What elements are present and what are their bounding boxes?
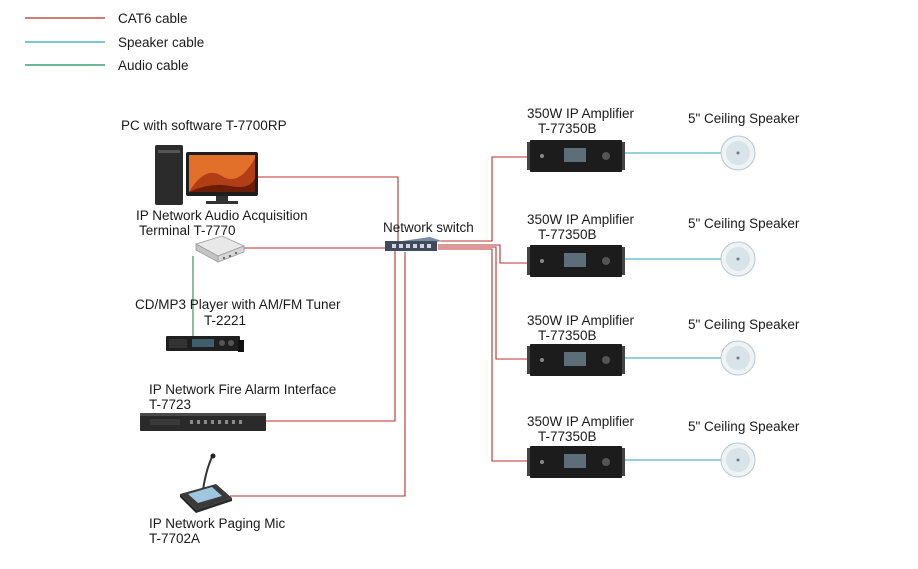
- ceiling-speaker-icon: [720, 241, 756, 277]
- amp1-label-line2: T-77350B: [538, 121, 597, 136]
- mic-label-line1: IP Network Paging Mic: [149, 516, 286, 531]
- speaker2-label: 5" Ceiling Speaker: [688, 216, 800, 231]
- legend-audio-label: Audio cable: [118, 58, 189, 73]
- amp4-label-line2: T-77350B: [538, 429, 597, 444]
- speaker3-label: 5" Ceiling Speaker: [688, 317, 800, 332]
- ceiling-speaker-icon: [720, 340, 756, 376]
- pc-icon: [155, 145, 258, 205]
- amp3-label-line2: T-77350B: [538, 328, 597, 343]
- amp2-label-line1: 350W IP Amplifier: [527, 212, 635, 227]
- fire-label-line2: T-7723: [149, 397, 192, 412]
- amplifier-icon: [527, 344, 625, 376]
- amplifier-icon: [527, 446, 625, 478]
- paging-mic-icon: [180, 453, 232, 513]
- legend-cat6-label: CAT6 cable: [118, 11, 188, 26]
- ceiling-speaker-icon: [720, 135, 756, 171]
- speaker-cables: [622, 152, 722, 461]
- legend-speaker-label: Speaker cable: [118, 35, 205, 50]
- ceiling-speaker-icons: [720, 135, 756, 478]
- network-switch-icon: [385, 237, 442, 251]
- amp1-label-line1: 350W IP Amplifier: [527, 106, 635, 121]
- mic-label-line2: T-7702A: [149, 531, 201, 546]
- amplifier-icon: [527, 245, 625, 277]
- cd-label-line2: T-2221: [204, 313, 247, 328]
- amplifier-icons: [527, 140, 625, 478]
- amp3-label-line1: 350W IP Amplifier: [527, 313, 635, 328]
- acq-label-line1: IP Network Audio Acquisition: [136, 208, 308, 223]
- audio-acquisition-terminal-icon: [194, 235, 246, 263]
- switch-label: Network switch: [383, 220, 474, 235]
- speaker4-label: 5" Ceiling Speaker: [688, 419, 800, 434]
- amp2-label-line2: T-77350B: [538, 227, 597, 242]
- fire-label-line1: IP Network Fire Alarm Interface: [149, 382, 337, 397]
- amplifier-icon: [527, 140, 625, 172]
- amp4-label-line1: 350W IP Amplifier: [527, 414, 635, 429]
- ceiling-speaker-icon: [720, 442, 756, 478]
- speaker1-label: 5" Ceiling Speaker: [688, 111, 800, 126]
- cd-player-icon: [166, 336, 244, 352]
- pc-label: PC with software T-7700RP: [121, 118, 287, 133]
- cat6-cables: [230, 156, 530, 497]
- acq-label-line2: Terminal T-7770: [139, 223, 236, 238]
- cd-label-line1: CD/MP3 Player with AM/FM Tuner: [135, 297, 341, 312]
- fire-alarm-interface-icon: [140, 413, 266, 431]
